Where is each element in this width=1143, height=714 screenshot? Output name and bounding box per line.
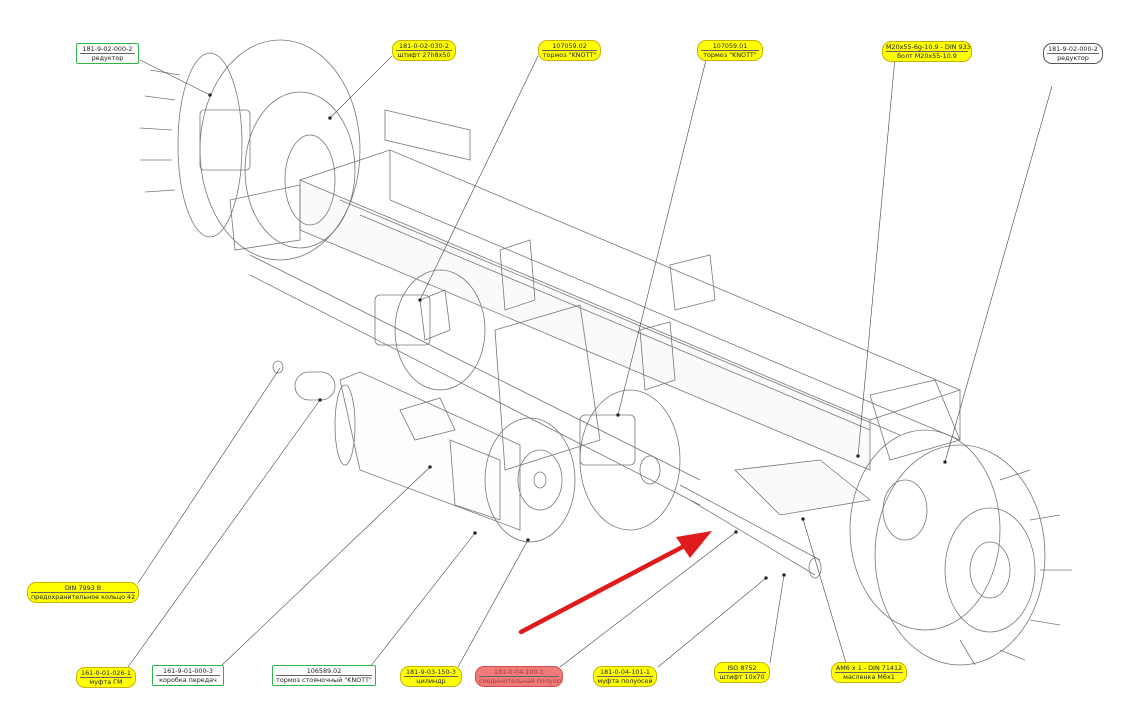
bracket-plates <box>384 109 716 391</box>
red-arrow <box>518 531 712 635</box>
brake-disc-left <box>374 269 486 391</box>
gearbox-body <box>272 360 576 543</box>
leader-lines <box>127 55 1053 668</box>
axle-shaft-right <box>679 484 822 579</box>
reducer-hub-left <box>139 39 361 261</box>
frame-beam <box>299 149 962 471</box>
brake-bracket-middle <box>494 304 681 531</box>
reducer-hub-right <box>734 379 1072 666</box>
